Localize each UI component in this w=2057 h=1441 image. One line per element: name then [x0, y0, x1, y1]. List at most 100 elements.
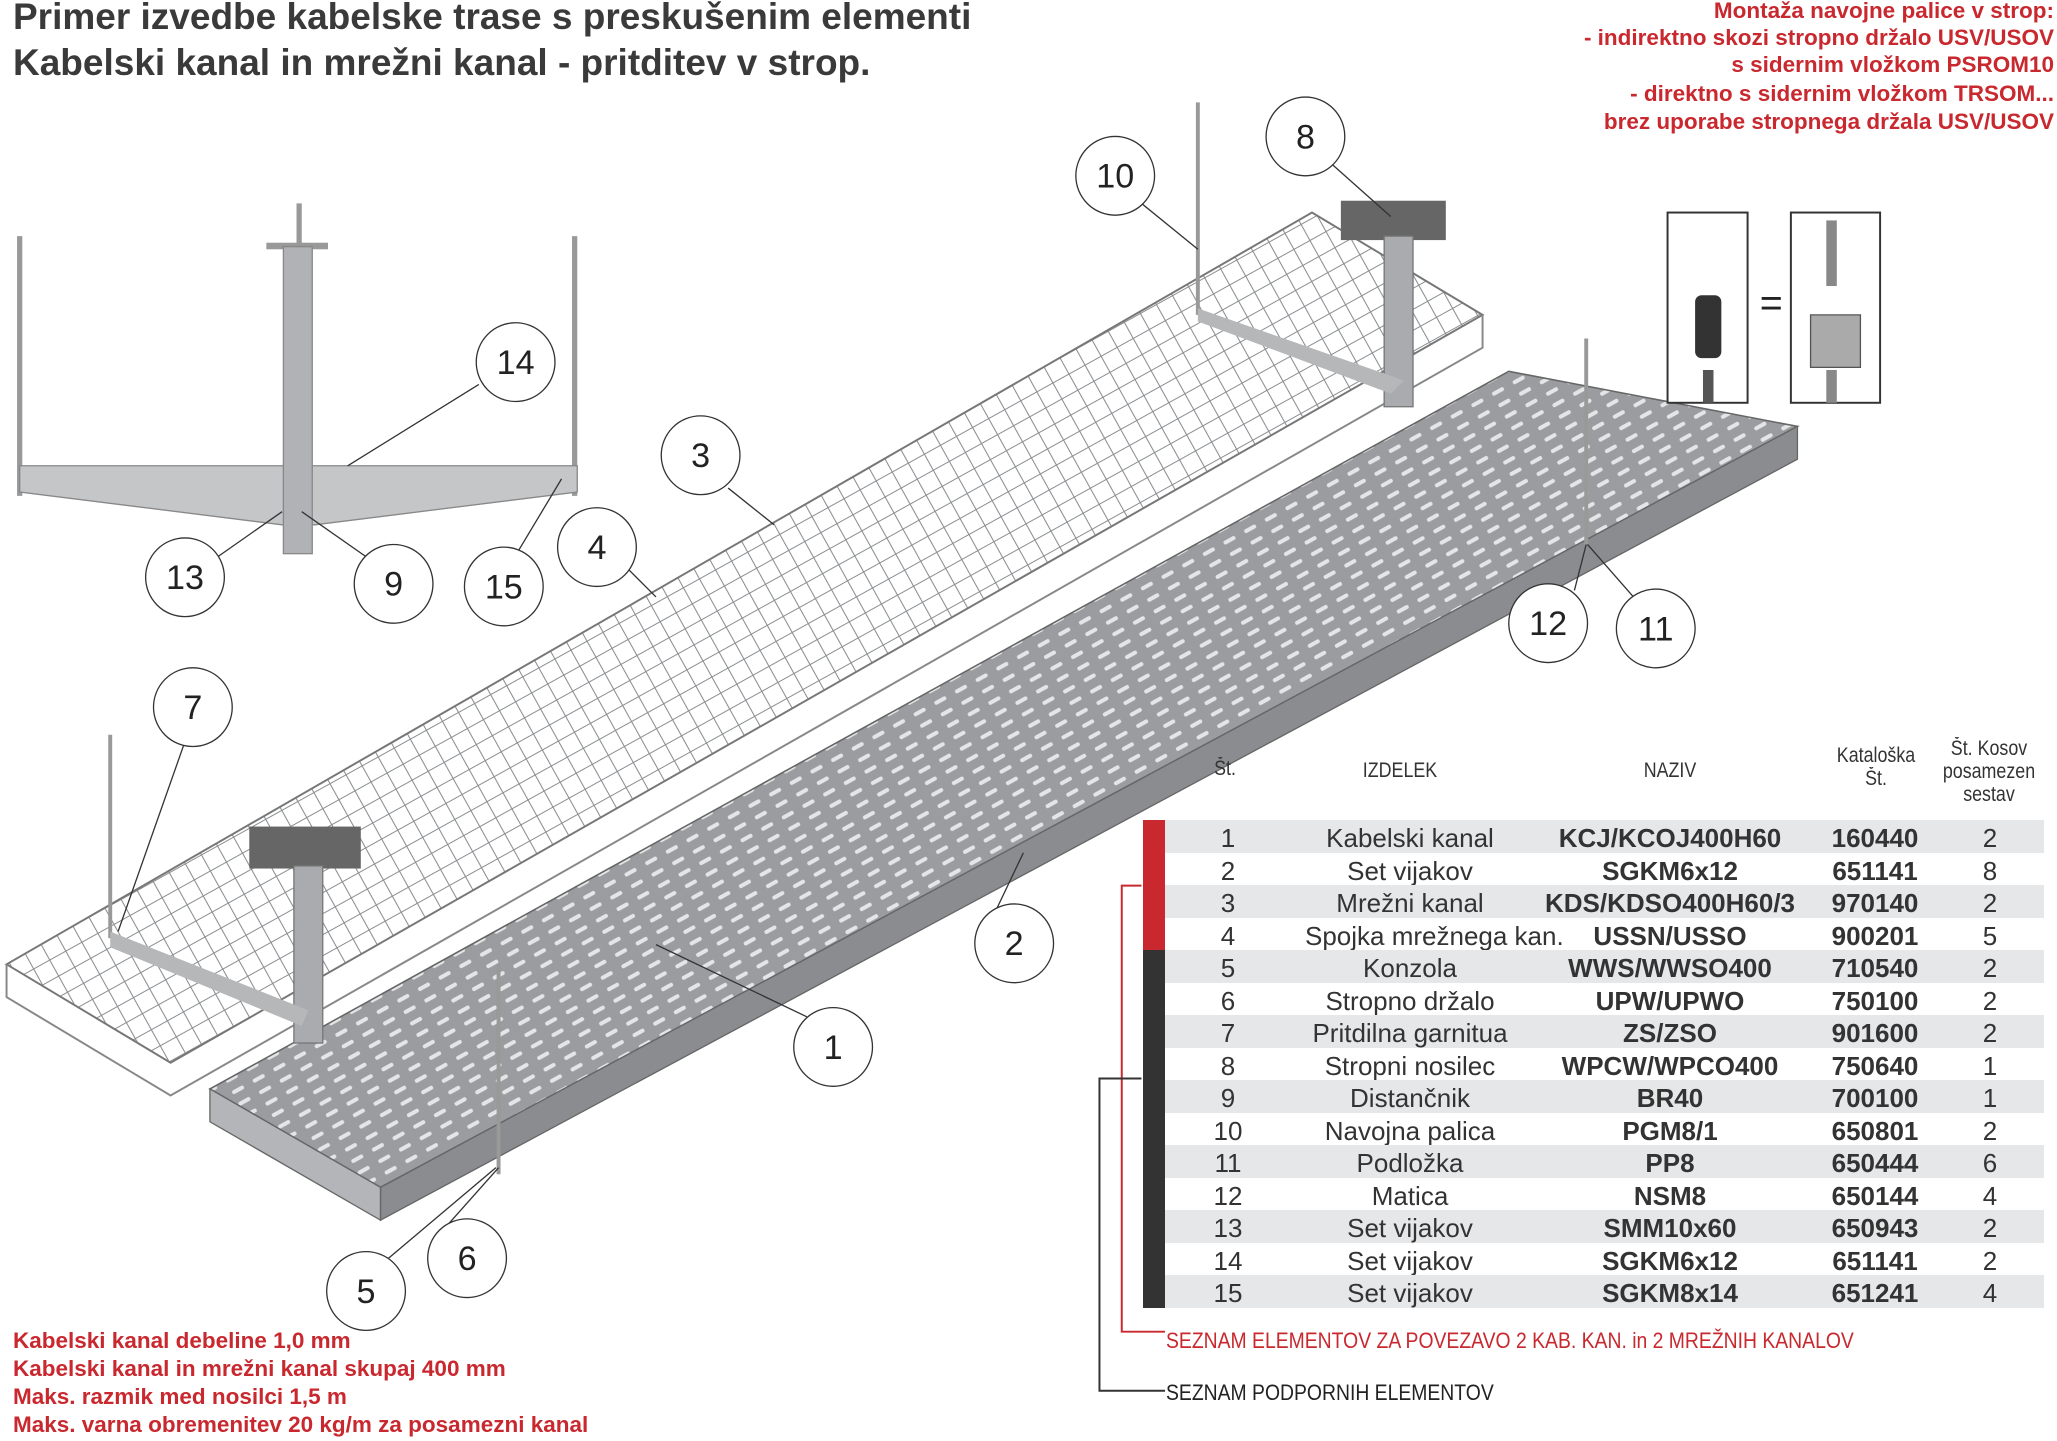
- cell-name: ZS/ZSO: [1623, 1018, 1717, 1048]
- cell-item: Spojka mrežnega kan.: [1305, 920, 1564, 951]
- svg-text:9: 9: [384, 566, 403, 604]
- cell-no: 2: [1220, 855, 1236, 886]
- svg-text:11: 11: [1638, 610, 1673, 648]
- cell-item: Set vijakov: [1347, 1245, 1473, 1276]
- svg-text:13: 13: [166, 559, 204, 597]
- cell-name: KDS/KDSO400H60/3: [1545, 888, 1795, 918]
- cell-name: WPCW/WPCO400: [1561, 1050, 1779, 1081]
- cell-no: 12: [1213, 1180, 1243, 1211]
- cell-cat: 710540: [1831, 953, 1919, 983]
- cell-item: Kabelski kanal: [1326, 823, 1494, 853]
- svg-text:14: 14: [497, 344, 535, 382]
- cell-item: Set vijakov: [1347, 855, 1473, 886]
- support-group-bracket: [1098, 1077, 1166, 1392]
- cell-cat: 651241: [1831, 1278, 1919, 1308]
- ceiling-support-front: [108, 734, 501, 1175]
- cell-item: Matica: [1371, 1180, 1449, 1211]
- cell-cat: 901600: [1831, 1018, 1919, 1048]
- header-qty-2: posamezen: [1942, 760, 2036, 783]
- cell-qty: 2: [1982, 1245, 1998, 1276]
- header-catalog-1: Kataloška: [1836, 744, 1916, 767]
- spec-note-0: Kabelski kanal debeline 1,0 mm: [13, 1328, 351, 1353]
- anchor-detail: [1666, 211, 1882, 404]
- spec-note-2: Maks. razmik med nosilci 1,5 m: [13, 1384, 347, 1409]
- cell-no: 11: [1214, 1148, 1242, 1178]
- header-qty-3: sestav: [1963, 783, 2015, 806]
- callout-13: 13: [144, 537, 226, 618]
- svg-text:6: 6: [458, 1240, 477, 1278]
- cell-cat: 900201: [1831, 920, 1919, 951]
- header-qty-1: Št. Kosov: [1950, 737, 2028, 760]
- cell-qty: 2: [1982, 953, 1998, 983]
- support-group-bar: [1143, 950, 1165, 1308]
- cell-qty: 4: [1982, 1278, 1998, 1308]
- cell-name: UPW/UPWO: [1595, 985, 1745, 1016]
- legend-support-elements: SEZNAM PODPORNIH ELEMENTOV: [1166, 1380, 1494, 1405]
- cell-name: SGKM6x12: [1602, 855, 1738, 886]
- ceiling-support-back: [1195, 102, 1589, 545]
- cell-item: Podložka: [1356, 1148, 1464, 1178]
- callout-6: 6: [427, 1218, 508, 1299]
- equals-sign: =: [1760, 281, 1783, 325]
- perforated-cable-tray: [208, 370, 1800, 1222]
- cell-no: 5: [1220, 953, 1236, 983]
- cell-cat: 651141: [1832, 855, 1918, 886]
- mounting-note-0: Montaža navojne palice v strop:: [1713, 0, 2054, 23]
- svg-text:8: 8: [1296, 118, 1315, 156]
- cell-qty: 5: [1982, 920, 1998, 951]
- cell-no: 14: [1213, 1245, 1243, 1276]
- mesh-cable-tray: [4, 211, 1485, 1097]
- callout-7: 7: [152, 667, 233, 748]
- cell-qty: 2: [1982, 888, 1998, 918]
- cell-qty: 2: [1982, 985, 1998, 1016]
- svg-text:7: 7: [183, 689, 202, 727]
- svg-text:15: 15: [485, 568, 523, 606]
- callout-4: 4: [556, 507, 637, 588]
- header-no: Št.: [1214, 757, 1236, 780]
- mounting-note-3: - direktno s sidernim vložkom TRSOM...: [1630, 81, 2054, 106]
- callout-1: 1: [793, 1006, 874, 1087]
- cell-item: Pritdilna garnitua: [1312, 1018, 1508, 1048]
- cell-no: 3: [1220, 888, 1236, 918]
- cell-no: 13: [1213, 1213, 1243, 1243]
- cell-cat: 650801: [1831, 1115, 1919, 1146]
- cell-name: WWS/WWSO400: [1568, 953, 1772, 983]
- cell-cat: 750640: [1831, 1050, 1919, 1081]
- callout-8: 8: [1265, 96, 1346, 177]
- callout-11: 11: [1615, 588, 1696, 669]
- cell-no: 7: [1220, 1018, 1236, 1048]
- bracket-detail: [17, 203, 578, 555]
- spec-note-3: Maks. varna obremenitev 20 kg/m za posam…: [13, 1412, 589, 1437]
- cell-cat: 651141: [1832, 1245, 1918, 1276]
- connecting-group-bracket: [1120, 884, 1166, 1333]
- cell-qty: 2: [1982, 1213, 1998, 1243]
- callout-2: 2: [974, 903, 1055, 984]
- cell-qty: 2: [1982, 823, 1998, 853]
- cell-name: BR40: [1636, 1083, 1704, 1113]
- cell-no: 8: [1220, 1050, 1236, 1081]
- cell-cat: 650144: [1831, 1180, 1919, 1211]
- cell-name: KCJ/KCOJ400H60: [1558, 823, 1782, 853]
- cell-cat: 160440: [1831, 823, 1919, 853]
- svg-text:12: 12: [1529, 605, 1567, 643]
- cell-item: Stropno držalo: [1325, 985, 1495, 1016]
- cell-qty: 2: [1982, 1115, 1998, 1146]
- callout-9: 9: [353, 543, 434, 624]
- callout-12: 12: [1508, 583, 1589, 664]
- svg-text:4: 4: [587, 529, 606, 567]
- cell-no: 10: [1213, 1115, 1243, 1146]
- svg-text:2: 2: [1005, 925, 1024, 963]
